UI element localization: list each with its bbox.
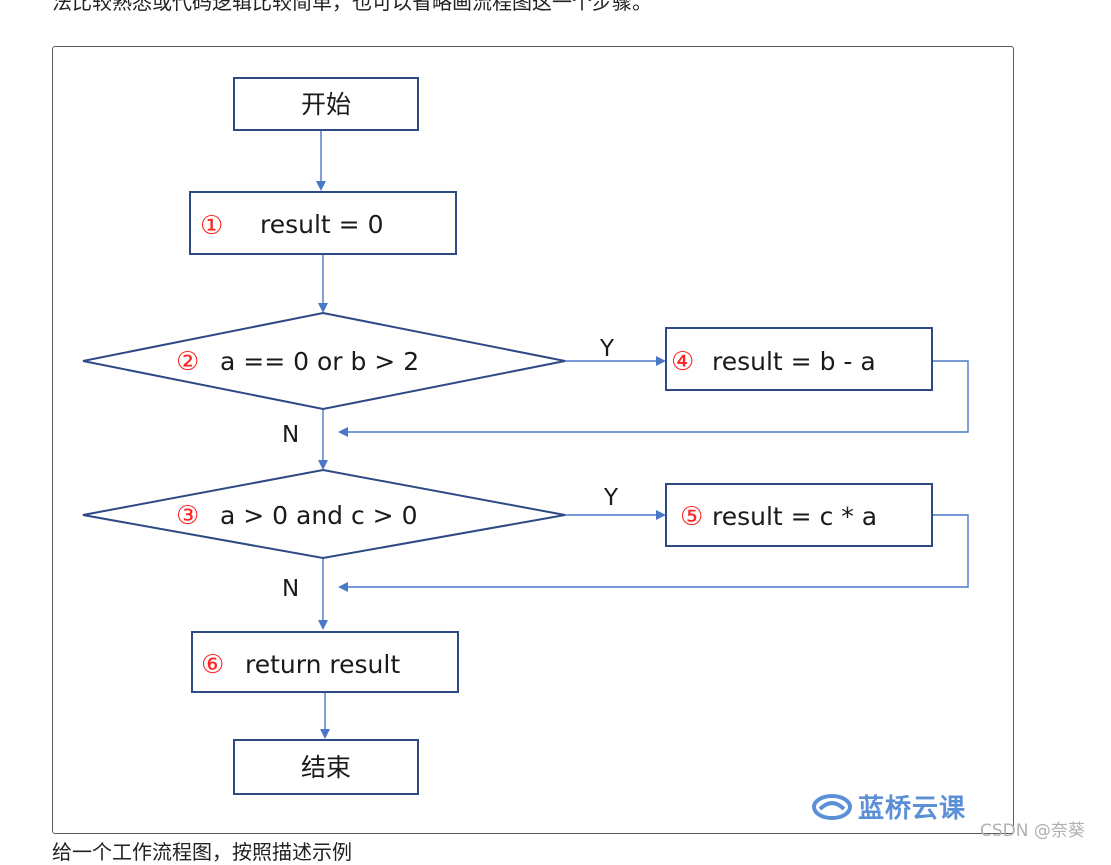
flowchart-frame [52,46,1014,834]
step4-number: ④ [671,347,694,377]
decision2-node: ② a == 0 or b > 2 [82,311,566,411]
start-label: 开始 [301,90,351,119]
flowchart-diagram: 开始 ① result = 0 ② a == 0 or b > 2 Y N ④ … [82,77,969,795]
step6-label: return result [245,650,400,679]
step5-node: ⑤ result = c * a [665,483,933,547]
decision3-label: a > 0 and c > 0 [220,501,418,530]
step1-number: ① [200,211,223,241]
decision2-number: ② [176,347,199,377]
step1-node: ① result = 0 [189,191,457,255]
csdn-watermark: CSDN @奈葵 [980,821,1085,841]
decision2-yes-label: Y [599,336,615,362]
step4-node: ④ result = b - a [665,327,933,391]
step5-label: result = c * a [712,502,877,531]
decision3-yes-label: Y [603,485,619,511]
lanqiao-logo-icon [812,793,852,820]
decision3-node: ③ a > 0 and c > 0 [82,468,566,560]
step1-label: result = 0 [260,210,383,239]
start-node: 开始 [233,77,419,131]
step4-label: result = b - a [712,347,876,376]
connectors [316,130,969,739]
article-text-below: 给一个工作流程图，按照描述示例 [52,840,352,864]
end-label: 结束 [301,753,351,782]
lanqiao-logo-text: 蓝桥云课 [858,794,967,824]
decision3-no-label: N [282,576,299,602]
arrow-step5-return [338,514,969,592]
decision3-number: ③ [176,501,199,531]
end-node: 结束 [233,739,419,795]
decision2-label: a == 0 or b > 2 [220,347,419,376]
step6-node: ⑥ return result [191,631,459,693]
step5-number: ⑤ [680,502,703,532]
lanqiao-logo: 蓝桥云课 [812,788,966,825]
arrow-step4-return [338,360,969,437]
step6-number: ⑥ [201,650,224,680]
decision2-no-label: N [282,422,299,448]
article-text-above: 法比较熟悉或代码逻辑比较简单，也可以省略画流程图这一个步骤。 [52,0,652,14]
